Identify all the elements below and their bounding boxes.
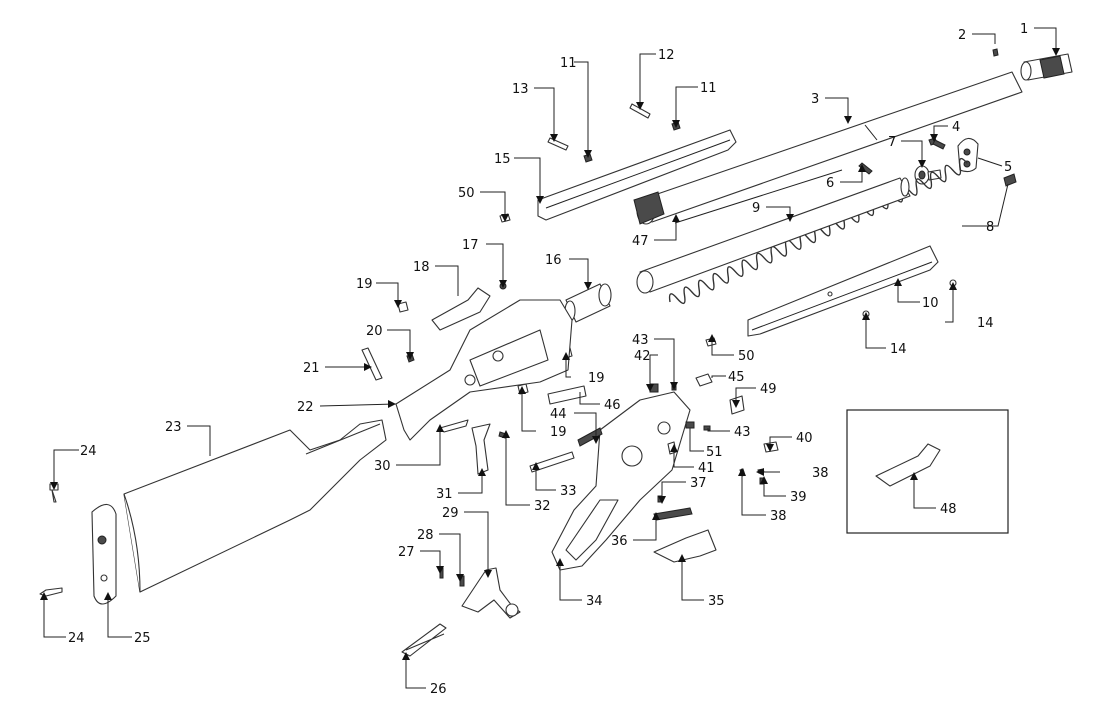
callout-12: 12 [658,48,675,63]
callout-labels: 1 2 3 4 5 6 7 8 9 10 11 11 12 13 14 14 1… [68,22,1028,697]
callout-10: 10 [922,296,939,311]
part-15-handguard [537,129,737,221]
callout-15: 15 [494,152,511,167]
callout-41: 41 [698,461,715,476]
callout-2: 2 [958,28,966,43]
callout-43b: 43 [734,425,751,440]
part-8-spring-end [1003,173,1017,187]
part-45-bolt [695,373,713,387]
callout-45: 45 [728,370,745,385]
callout-36: 36 [611,534,628,549]
callout-22: 22 [297,400,314,415]
part-34-lever [551,391,691,571]
callout-18: 18 [413,260,430,275]
callout-11b: 11 [700,81,717,96]
part-2-pin [992,48,999,57]
callout-19c: 19 [550,425,567,440]
callout-47: 47 [632,234,649,249]
part-22-receiver [395,299,573,441]
callout-46: 46 [604,398,621,413]
callout-11a: 11 [560,56,577,71]
callout-38b: 38 [770,509,787,524]
callout-50b: 50 [738,349,755,364]
callout-23: 23 [165,420,182,435]
part-36-spring [653,507,693,521]
parts-artwork [39,48,1073,657]
part-9-magazine-tube [636,169,911,294]
callout-14a: 14 [977,316,994,331]
callout-33: 33 [560,484,577,499]
callout-27: 27 [398,545,415,560]
callout-4: 4 [952,120,960,135]
callout-43a: 43 [632,333,649,348]
callout-31: 31 [436,487,453,502]
callout-38a: 38 [812,466,829,481]
part-21-pin [361,347,383,381]
callout-17: 17 [462,238,479,253]
callout-7: 7 [888,135,896,150]
part-5-front-band [957,137,979,173]
callout-37: 37 [690,476,707,491]
callout-9: 9 [752,201,760,216]
part-26-spring [401,623,447,657]
callout-32: 32 [534,499,551,514]
part-18-plate [431,287,491,331]
inset-box [846,409,1009,534]
part-51-pin [685,421,695,429]
callout-6: 6 [826,176,834,191]
part-19-screw-a [397,301,409,313]
callout-24a: 24 [80,444,97,459]
part-48-plate [875,443,941,487]
part-29-hammer [461,567,521,619]
part-33-firing-pin [529,451,575,473]
callout-13: 13 [512,82,529,97]
callout-48: 48 [940,502,957,517]
leader-lines [43,27,1057,689]
part-13-pin [547,137,569,151]
callout-19b: 19 [588,371,605,386]
callout-19a: 19 [356,277,373,292]
part-25-buttplate [91,503,117,605]
callout-50a: 50 [458,186,475,201]
callout-29: 29 [442,506,459,521]
callout-39: 39 [790,490,807,505]
callout-5: 5 [1004,160,1012,175]
part-16-bushing [564,283,612,323]
callout-3: 3 [811,92,819,107]
part-35-link [653,529,717,563]
callout-40: 40 [796,431,813,446]
part-3-barrel [633,71,1023,225]
callout-30: 30 [374,459,391,474]
callout-49: 49 [760,382,777,397]
callout-16: 16 [545,253,562,268]
part-30-clip [439,419,469,433]
part-43-pin-b [703,425,711,431]
callout-20: 20 [366,324,383,339]
callout-28: 28 [417,528,434,543]
part-46-bolt [547,385,587,405]
callout-1: 1 [1020,22,1028,37]
callout-14b: 14 [890,342,907,357]
part-10-forend [747,245,939,337]
part-23-stock [123,419,387,593]
arrowheads [40,48,1060,660]
callout-24b: 24 [68,631,85,646]
part-1-muzzle-cap [1020,53,1073,81]
callout-21: 21 [303,361,320,376]
callout-42: 42 [634,349,651,364]
part-4-screw [928,137,946,150]
callout-51: 51 [706,445,723,460]
callout-25: 25 [134,631,151,646]
callout-8: 8 [986,220,994,235]
callout-34: 34 [586,594,603,609]
callout-26: 26 [430,682,447,697]
callout-44: 44 [550,407,567,422]
part-12-pin [629,103,651,119]
part-31-trigger [471,423,491,475]
callout-35: 35 [708,594,725,609]
